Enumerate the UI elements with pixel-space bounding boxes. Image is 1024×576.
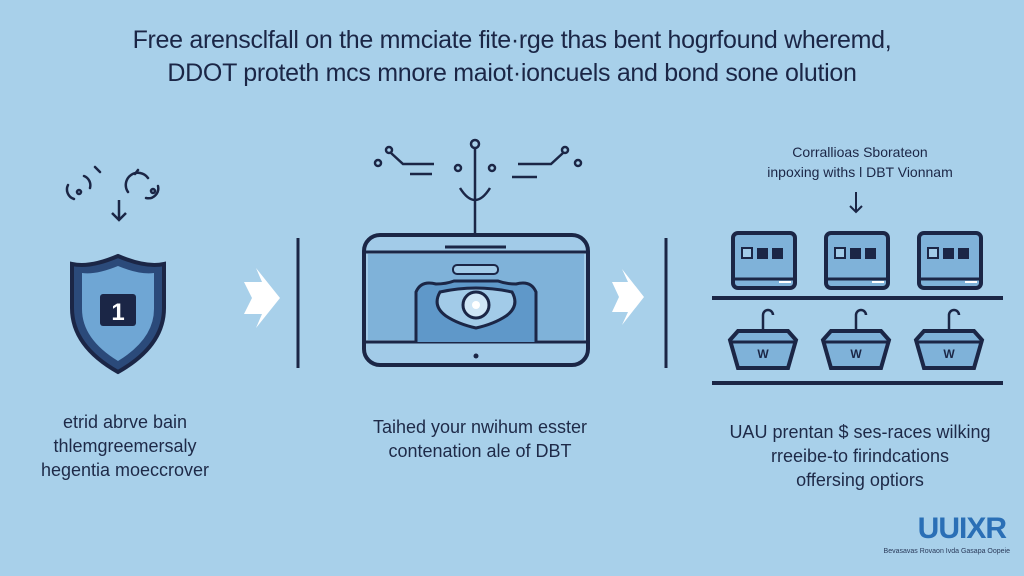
brand-tagline: Bevasavas Rovaon Ivda Gasapa Oopeie [883, 548, 1010, 555]
gear-icons [65, 165, 160, 201]
panel-1-caption: etrid abrve bain thlemgreemersaly hegent… [40, 412, 210, 480]
panel-3-caption: UAU prentan $ ses-races wilking rreeibe-… [729, 422, 991, 490]
svg-text:W: W [943, 347, 955, 361]
svg-text:W: W [757, 347, 769, 361]
headline: Free arensclfall on the mmciate fite·rge… [132, 26, 892, 87]
chevron-arrow-icon [612, 269, 644, 325]
network-icon [373, 138, 583, 233]
svg-text:W: W [850, 347, 862, 361]
panel-3-note: Corrallioas Sborateon inpoxing withs l D… [767, 144, 953, 180]
svg-text:1: 1 [111, 299, 124, 326]
device-shelf-icon: W W W [712, 231, 1003, 385]
chevron-arrow-icon [244, 268, 280, 328]
arrow-down-icon [111, 200, 127, 222]
arrow-down-icon [849, 192, 863, 214]
shield-icon: 1 [70, 253, 166, 375]
tablet-camera-icon [362, 233, 590, 367]
brand-logo: UUIXR [917, 512, 1007, 545]
panel-2-caption: Taihed your nwihum esster contenation al… [372, 417, 588, 461]
